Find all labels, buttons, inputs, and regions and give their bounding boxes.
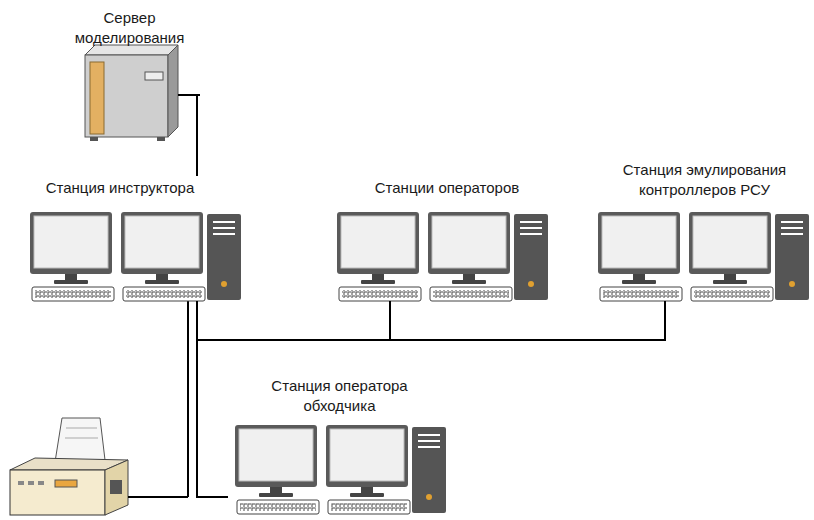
network-link xyxy=(197,301,390,340)
station-node: Сервер моделирования xyxy=(61,6,200,141)
keyboard-symbol xyxy=(600,287,682,301)
station-node: Станции операторов xyxy=(330,176,555,301)
monitor-symbol xyxy=(235,425,317,497)
keyboard-symbol xyxy=(339,287,421,301)
keyboard-symbol xyxy=(123,287,205,301)
station-label: Станция оператора обходчика xyxy=(265,374,415,417)
monitor-symbol xyxy=(337,212,419,284)
keyboard-symbol xyxy=(237,500,319,514)
keyboard-symbol xyxy=(32,287,114,301)
pc-tower-symbol xyxy=(775,214,809,300)
station-node: Станция эмулирования контроллеров РСУ xyxy=(596,158,812,301)
monitor-symbol xyxy=(428,212,510,284)
station-label: Станция эмулирования контроллеров РСУ xyxy=(616,158,794,201)
server-illustration xyxy=(85,45,200,141)
pc-tower-symbol xyxy=(412,427,446,513)
station-node: Станция оператора обходчика xyxy=(228,374,450,516)
monitor-symbol xyxy=(598,212,680,284)
keyboard-symbol xyxy=(430,287,512,301)
station-node: Станция инструктора xyxy=(25,176,250,301)
monitor-symbol xyxy=(326,425,408,497)
keyboard-symbol xyxy=(691,287,773,301)
station-label: Станция инструктора xyxy=(45,176,195,198)
printer-illustration xyxy=(10,301,188,515)
station-label: Сервер моделирования xyxy=(65,6,195,49)
monitor-symbol xyxy=(30,212,112,284)
network-link xyxy=(197,301,665,340)
station-label: Станции операторов xyxy=(374,176,520,198)
monitor-symbol xyxy=(689,212,771,284)
network-link xyxy=(197,301,228,497)
pc-tower-symbol xyxy=(514,214,548,300)
monitor-symbol xyxy=(121,212,203,284)
pc-tower-symbol xyxy=(207,214,241,300)
keyboard-symbol xyxy=(328,500,410,514)
network-link xyxy=(197,95,200,176)
workstation-illustrations xyxy=(30,212,809,514)
